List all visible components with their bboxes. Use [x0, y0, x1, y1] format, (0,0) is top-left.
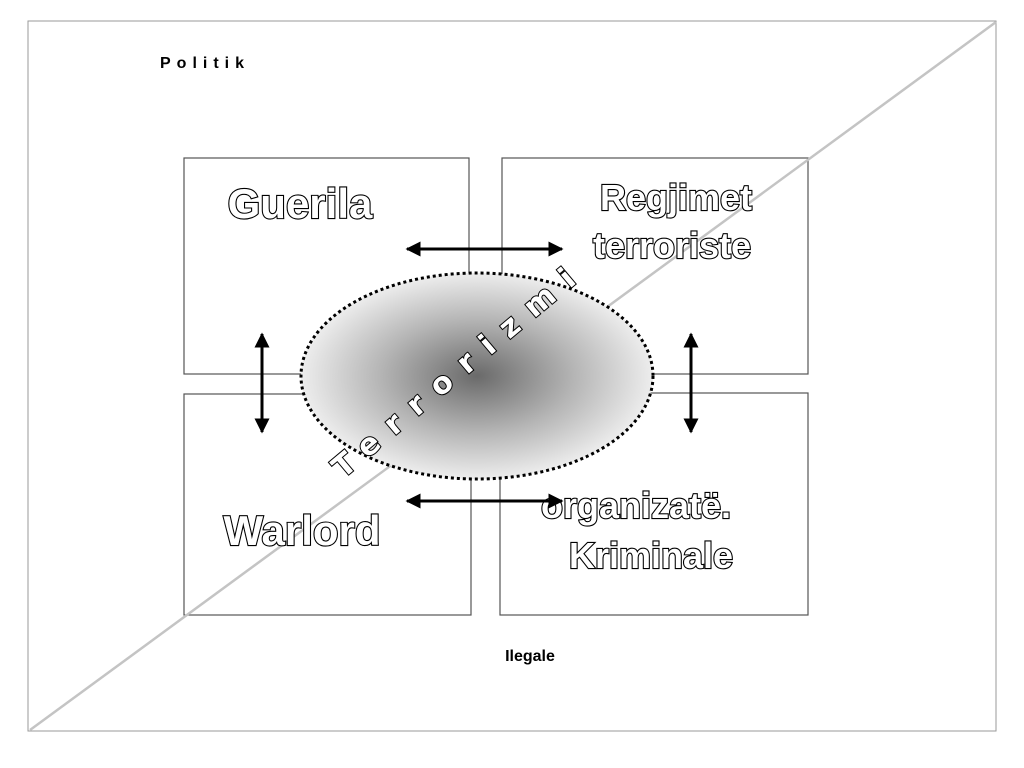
label-guerila: Guerila	[228, 180, 373, 227]
label-organizate: organizatë.	[541, 485, 731, 526]
label-regjimet: Regjimet	[600, 177, 752, 218]
label-warlord: Warlord	[223, 507, 380, 554]
label-terroriste: terroriste	[593, 225, 751, 266]
terrorizmi-ellipse	[299, 271, 655, 481]
label-politik: Politik	[160, 55, 250, 72]
label-ilegale: Ilegale	[505, 648, 555, 665]
outer-frame	[27, 20, 997, 732]
label-kriminale: Kriminale	[569, 535, 733, 576]
